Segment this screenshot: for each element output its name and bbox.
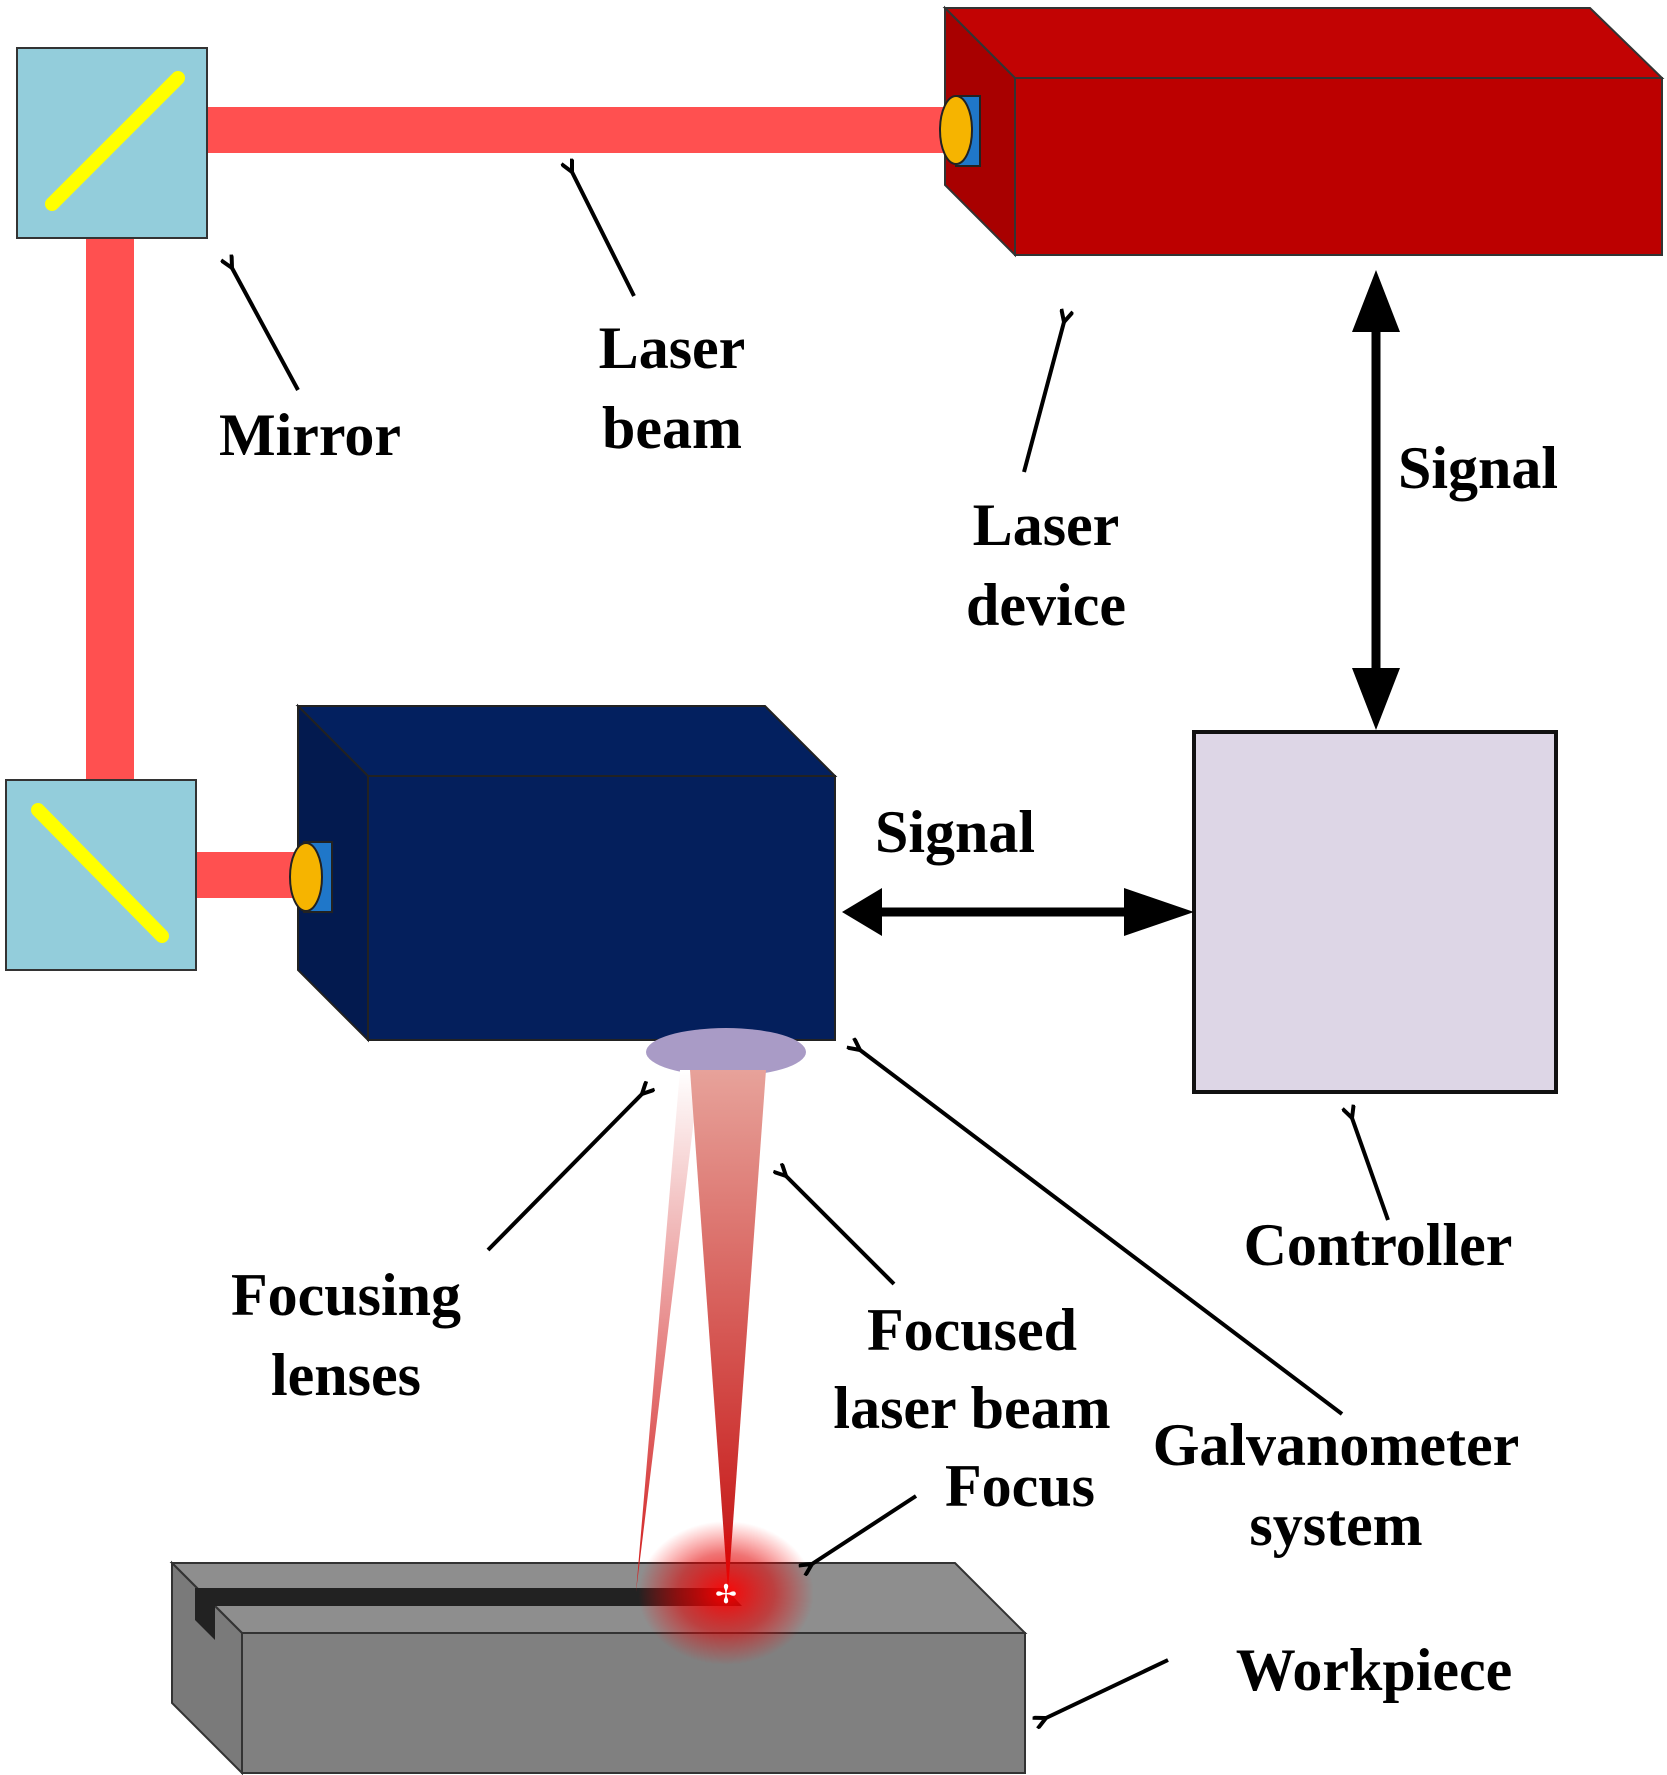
signal-arrow-horizontal xyxy=(842,888,1194,936)
mirror-label: Mirror xyxy=(219,402,401,468)
mirror-bottom-glass xyxy=(31,803,169,943)
galvanometer-box xyxy=(289,703,838,1043)
workpiece-pointer xyxy=(1046,1658,1169,1718)
mirror-top-glass xyxy=(45,71,185,211)
focusing-lenses-label-line1: Focusing xyxy=(231,1262,461,1328)
focused-beam-pointer xyxy=(786,1176,896,1286)
beam-vertical xyxy=(86,236,134,780)
focus-glow xyxy=(638,1521,814,1665)
focused-beam-label-line2: laser beam xyxy=(833,1375,1110,1441)
focused-laser-beam xyxy=(636,1070,766,1592)
focusing-lenses-label-line2: lenses xyxy=(271,1342,421,1408)
focus-pointer xyxy=(812,1494,918,1564)
laser-beam-pointer xyxy=(572,172,636,297)
focus-spot-icon: ✢ xyxy=(715,1580,737,1610)
signal-horizontal-label: Signal xyxy=(875,799,1035,865)
galvanometer-label-line2: system xyxy=(1249,1492,1422,1558)
beam-top xyxy=(205,107,945,153)
controller-label: Controller xyxy=(1244,1212,1513,1278)
laser-device-box xyxy=(939,5,1665,258)
signal-arrow-vertical xyxy=(1352,270,1400,730)
laser-device-label-line2: device xyxy=(966,572,1126,638)
laser-device-label-line1: Laser xyxy=(973,492,1120,558)
pointer-arrows xyxy=(232,172,1390,1718)
laser-beam-label-line2: beam xyxy=(602,395,742,461)
mirror-top xyxy=(16,47,208,239)
signal-vertical-label: Signal xyxy=(1398,435,1558,501)
workpiece xyxy=(169,1560,1028,1775)
focusing-lens xyxy=(646,1028,806,1076)
laser-beam-path xyxy=(86,107,945,898)
workpiece-groove xyxy=(195,1588,742,1640)
laser-device-lens xyxy=(939,95,973,165)
beam-into-galvo xyxy=(192,852,302,898)
focus-label: Focus xyxy=(945,1453,1095,1519)
mirror-pointer xyxy=(232,268,300,391)
galvo-lens-port xyxy=(289,842,323,912)
galvanometer-pointer xyxy=(860,1050,1344,1416)
laser-beam-label-line1: Laser xyxy=(599,315,746,381)
focused-beam-label-line1: Focused xyxy=(867,1297,1077,1363)
laser-device-pointer xyxy=(1022,322,1064,473)
controller-box xyxy=(1192,730,1558,1094)
galvanometer-label-line1: Galvanometer xyxy=(1153,1412,1520,1478)
workpiece-label: Workpiece xyxy=(1236,1637,1513,1703)
controller-pointer xyxy=(1352,1118,1390,1221)
mirror-bottom xyxy=(5,779,197,971)
focusing-lenses-pointer xyxy=(486,1094,642,1252)
